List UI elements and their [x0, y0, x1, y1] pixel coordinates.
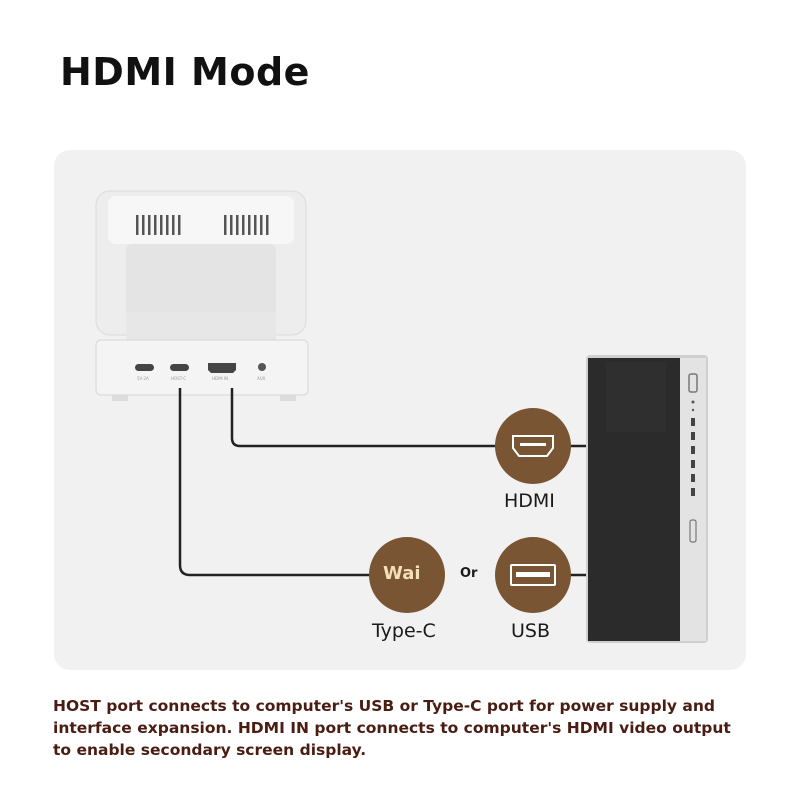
host-cable [178, 388, 375, 577]
port-label-host: HOST-C [171, 376, 187, 381]
port-label-power: 5V-2A [137, 376, 149, 381]
port-label-hdmi-in: HDMI IN [212, 376, 229, 381]
type-c-badge-text: Wai [383, 563, 421, 584]
aux-port [258, 363, 266, 371]
hdmi-cable [230, 388, 500, 448]
host-c-port [170, 364, 189, 371]
type-c-label: Type-C [372, 620, 436, 642]
port-label-aux: AUX [257, 376, 266, 381]
type-c-port-1 [135, 364, 154, 371]
page-title: HDMI Mode [60, 50, 310, 94]
power-button [688, 373, 698, 393]
port-base [95, 339, 309, 401]
hdmi-in-port [208, 363, 236, 373]
monitor-device [95, 190, 307, 342]
or-text: Or [460, 566, 478, 581]
usb-label: USB [511, 620, 551, 642]
description-caption: HOST port connects to computer's USB or … [53, 697, 731, 759]
vent-left [136, 215, 181, 235]
hdmi-label: HDMI [504, 490, 555, 512]
computer-tower [586, 355, 708, 643]
usb-port-icon [510, 564, 556, 586]
hdmi-port-icon [512, 435, 554, 457]
vent-right [224, 215, 269, 235]
type-c-badge [369, 537, 445, 613]
